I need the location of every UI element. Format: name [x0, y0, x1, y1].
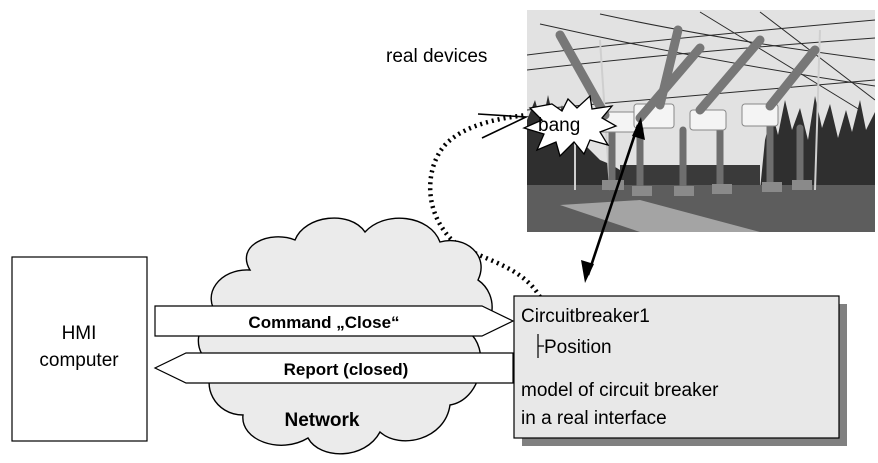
bang-label: bang [538, 115, 580, 136]
photo-bushings [555, 25, 820, 123]
network-label: Network [285, 410, 360, 431]
hmi-label-line1: HMI [62, 323, 97, 344]
arrowhead-down-icon [581, 260, 594, 283]
model-title: Circuitbreaker1 [521, 306, 650, 327]
model-child-position: Position [544, 337, 612, 358]
command-arrow-icon [154, 305, 515, 337]
report-arrow-icon [153, 352, 514, 384]
model-desc-line2: in a real interface [521, 408, 667, 429]
dotted-path-arrowhead-icon [477, 113, 530, 139]
photo-plinths [602, 180, 812, 196]
hmi-label-line2: computer [39, 350, 119, 371]
bang-burst-icon [522, 94, 618, 158]
tree-connector-icon [537, 334, 544, 358]
model-device-link [581, 117, 645, 283]
hmi-computer-box [11, 256, 148, 442]
real-devices-label: real devices [386, 46, 487, 67]
arrowhead-up-icon [632, 117, 645, 140]
report-arrow-label: Report (closed) [284, 360, 409, 379]
circuit-breaker-model-box [513, 295, 840, 439]
model-desc-line1: model of circuit breaker [521, 380, 719, 401]
command-arrow-label: Command „Close“ [248, 313, 399, 332]
dotted-command-path [427, 112, 542, 299]
